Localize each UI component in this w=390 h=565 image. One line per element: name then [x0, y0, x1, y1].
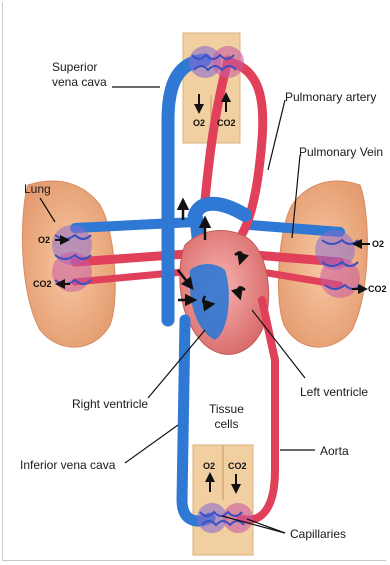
gas-co2-left-lung: CO2	[33, 279, 52, 289]
label-aorta: Aorta	[320, 444, 349, 459]
gas-o2-lower: O2	[203, 461, 215, 471]
label-lung: Lung	[24, 182, 51, 197]
label-pulmonary-artery: Pulmonary artery	[285, 90, 376, 105]
label-right-ventricle: Right ventricle	[72, 397, 148, 412]
label-superior-vena-cava-line1: Superior	[52, 60, 107, 75]
right-pulmonary-artery-vessel	[250, 225, 340, 232]
gas-co2-right-lung: CO2	[368, 284, 387, 294]
label-left-ventricle: Left ventricle	[300, 385, 368, 400]
label-inferior-vena-cava: Inferior vena cava	[20, 458, 115, 473]
label-tissue-cells: Tissue cells	[209, 402, 244, 432]
left-pulmonary-artery-vessel	[75, 222, 195, 228]
label-tissue-cells-line1: Tissue	[209, 402, 244, 417]
gas-o2-upper: O2	[193, 118, 205, 128]
gas-co2-upper: CO2	[217, 118, 236, 128]
left-lung-capillaries	[52, 225, 92, 292]
label-tissue-cells-line2: cells	[209, 417, 244, 432]
label-pulmonary-vein: Pulmonary Vein	[299, 145, 383, 160]
gas-co2-lower: CO2	[228, 461, 247, 471]
label-superior-vena-cava: Superior vena cava	[52, 60, 107, 90]
label-capillaries: Capillaries	[290, 527, 346, 542]
label-superior-vena-cava-line2: vena cava	[52, 75, 107, 90]
gas-o2-left-lung: O2	[38, 235, 50, 245]
gas-o2-right-lung: O2	[372, 239, 384, 249]
